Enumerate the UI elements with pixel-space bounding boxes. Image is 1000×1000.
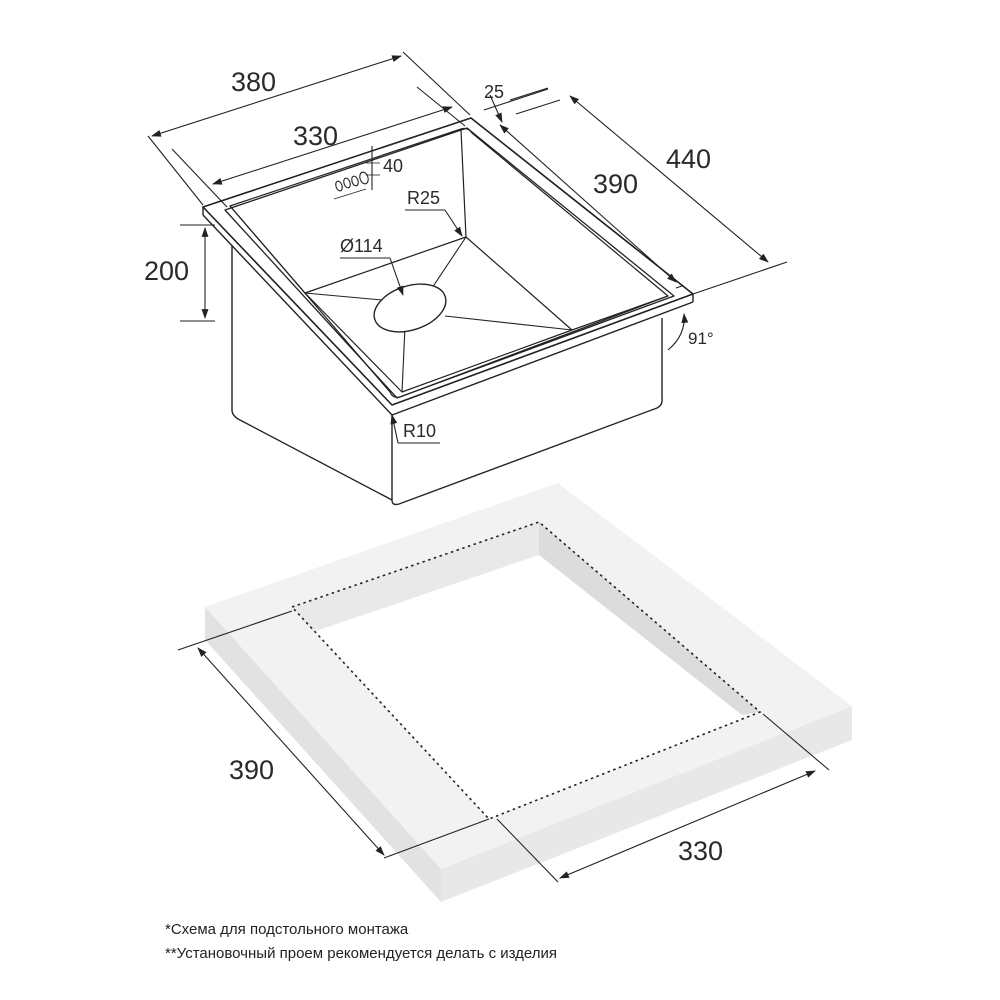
notes-block: *Схема для подстольного монтажа **Устано… bbox=[165, 918, 557, 966]
cutout-width-label: 330 bbox=[678, 836, 723, 866]
dim-flange: 25 bbox=[484, 82, 504, 102]
dim-outer-depth: 440 bbox=[666, 144, 711, 174]
note-cutout: **Установочный проем рекомендуется делат… bbox=[165, 945, 558, 962]
dim-angle: 91° bbox=[688, 329, 714, 348]
note-undermount: *Схема для подстольного монтажа bbox=[165, 921, 409, 938]
dim-tap-offset: 40 bbox=[383, 156, 403, 176]
cutout-dimension-labels: 390 330 bbox=[229, 755, 723, 866]
cutout-outline bbox=[290, 521, 762, 820]
sink-body bbox=[202, 117, 694, 506]
sink-dimension-lines bbox=[147, 51, 788, 444]
sink-dimension-labels: 380 330 25 440 390 200 40 R25 Ø114 R10 9… bbox=[144, 67, 714, 441]
dim-radius-outer: R10 bbox=[403, 421, 436, 441]
countertop-slab bbox=[205, 483, 852, 902]
cutout-dimension-lines bbox=[177, 610, 830, 883]
dim-height: 200 bbox=[144, 256, 189, 286]
dim-drain-diameter: Ø114 bbox=[340, 236, 383, 256]
dim-inner-depth: 390 bbox=[593, 169, 638, 199]
cutout-depth-label: 390 bbox=[229, 755, 274, 785]
dim-radius-inner: R25 bbox=[407, 188, 440, 208]
dim-inner-width: 330 bbox=[293, 121, 338, 151]
dim-outer-width: 380 bbox=[231, 67, 276, 97]
